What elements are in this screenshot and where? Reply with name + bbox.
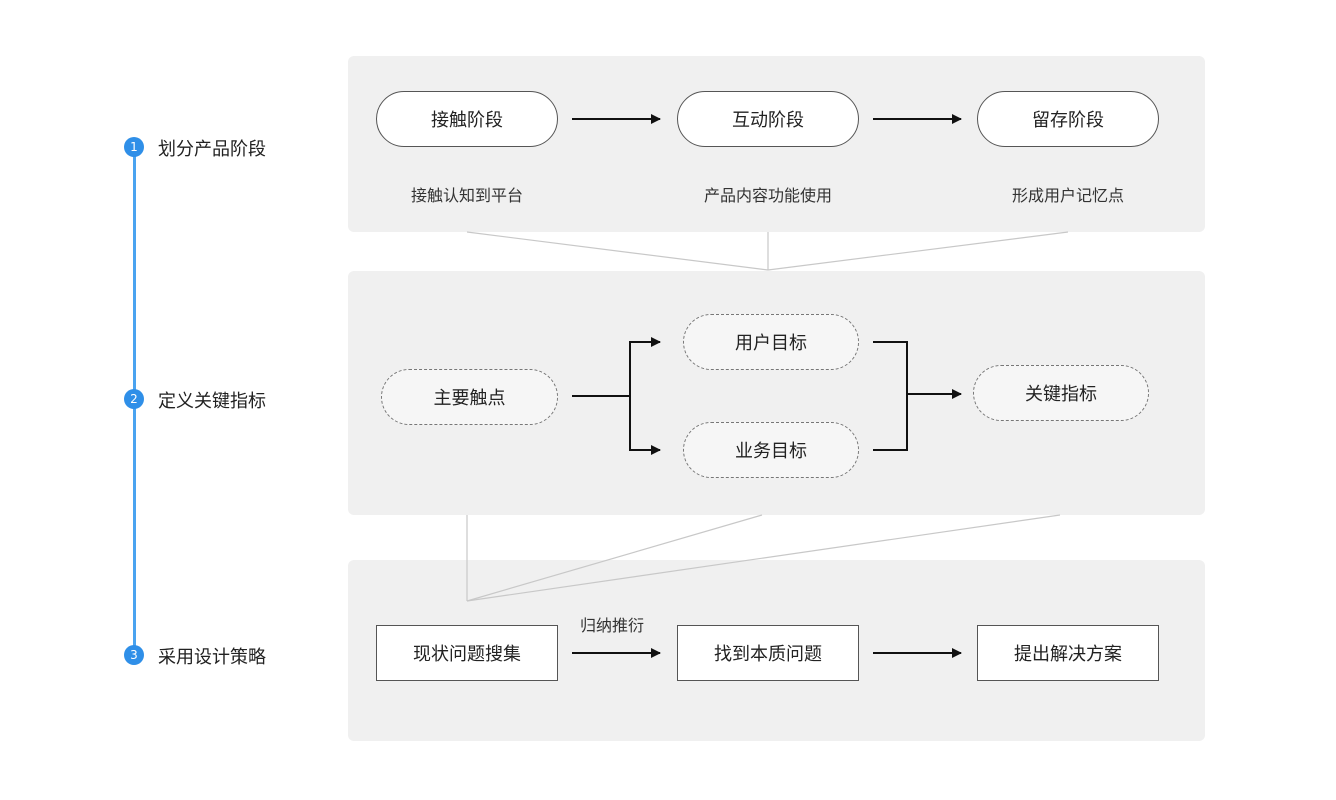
metric-node-main-touchpoint: 主要触点 xyxy=(381,369,558,425)
step-2-badge: 2 xyxy=(124,389,144,409)
arrow-to-user-goal xyxy=(629,337,661,396)
metric-merge-bracket xyxy=(873,341,908,451)
metric-node-business-goal: 业务目标 xyxy=(683,422,859,478)
step-2-label: 定义关键指标 xyxy=(158,391,266,412)
funnel-line-1c xyxy=(767,231,1069,271)
funnel-line-1a xyxy=(466,231,769,271)
strategy-node-collect-issues: 现状问题搜集 xyxy=(376,625,558,681)
strategy-edge-label: 归纳推衍 xyxy=(580,616,645,635)
stage-desc-contact: 接触认知到平台 xyxy=(410,186,523,205)
arrow-to-business-goal xyxy=(629,396,661,455)
metric-node-key-metric: 关键指标 xyxy=(973,365,1149,421)
stage-node-contact: 接触阶段 xyxy=(376,91,558,147)
step-1-label: 划分产品阶段 xyxy=(158,139,266,160)
step-3-label: 采用设计策略 xyxy=(158,647,266,668)
strategy-node-find-root-issue: 找到本质问题 xyxy=(677,625,859,681)
funnel-line-2b xyxy=(466,514,763,602)
stage-desc-interaction: 产品内容功能使用 xyxy=(703,186,832,205)
strategy-node-propose-solution: 提出解决方案 xyxy=(977,625,1159,681)
stage-node-retention: 留存阶段 xyxy=(977,91,1159,147)
stage-node-interaction: 互动阶段 xyxy=(677,91,859,147)
stage-desc-retention: 形成用户记忆点 xyxy=(1011,186,1124,205)
step-1-badge: 1 xyxy=(124,137,144,157)
step-3-badge: 3 xyxy=(124,645,144,665)
funnel-line-2c xyxy=(466,514,1061,602)
metric-node-user-goal: 用户目标 xyxy=(683,314,859,370)
